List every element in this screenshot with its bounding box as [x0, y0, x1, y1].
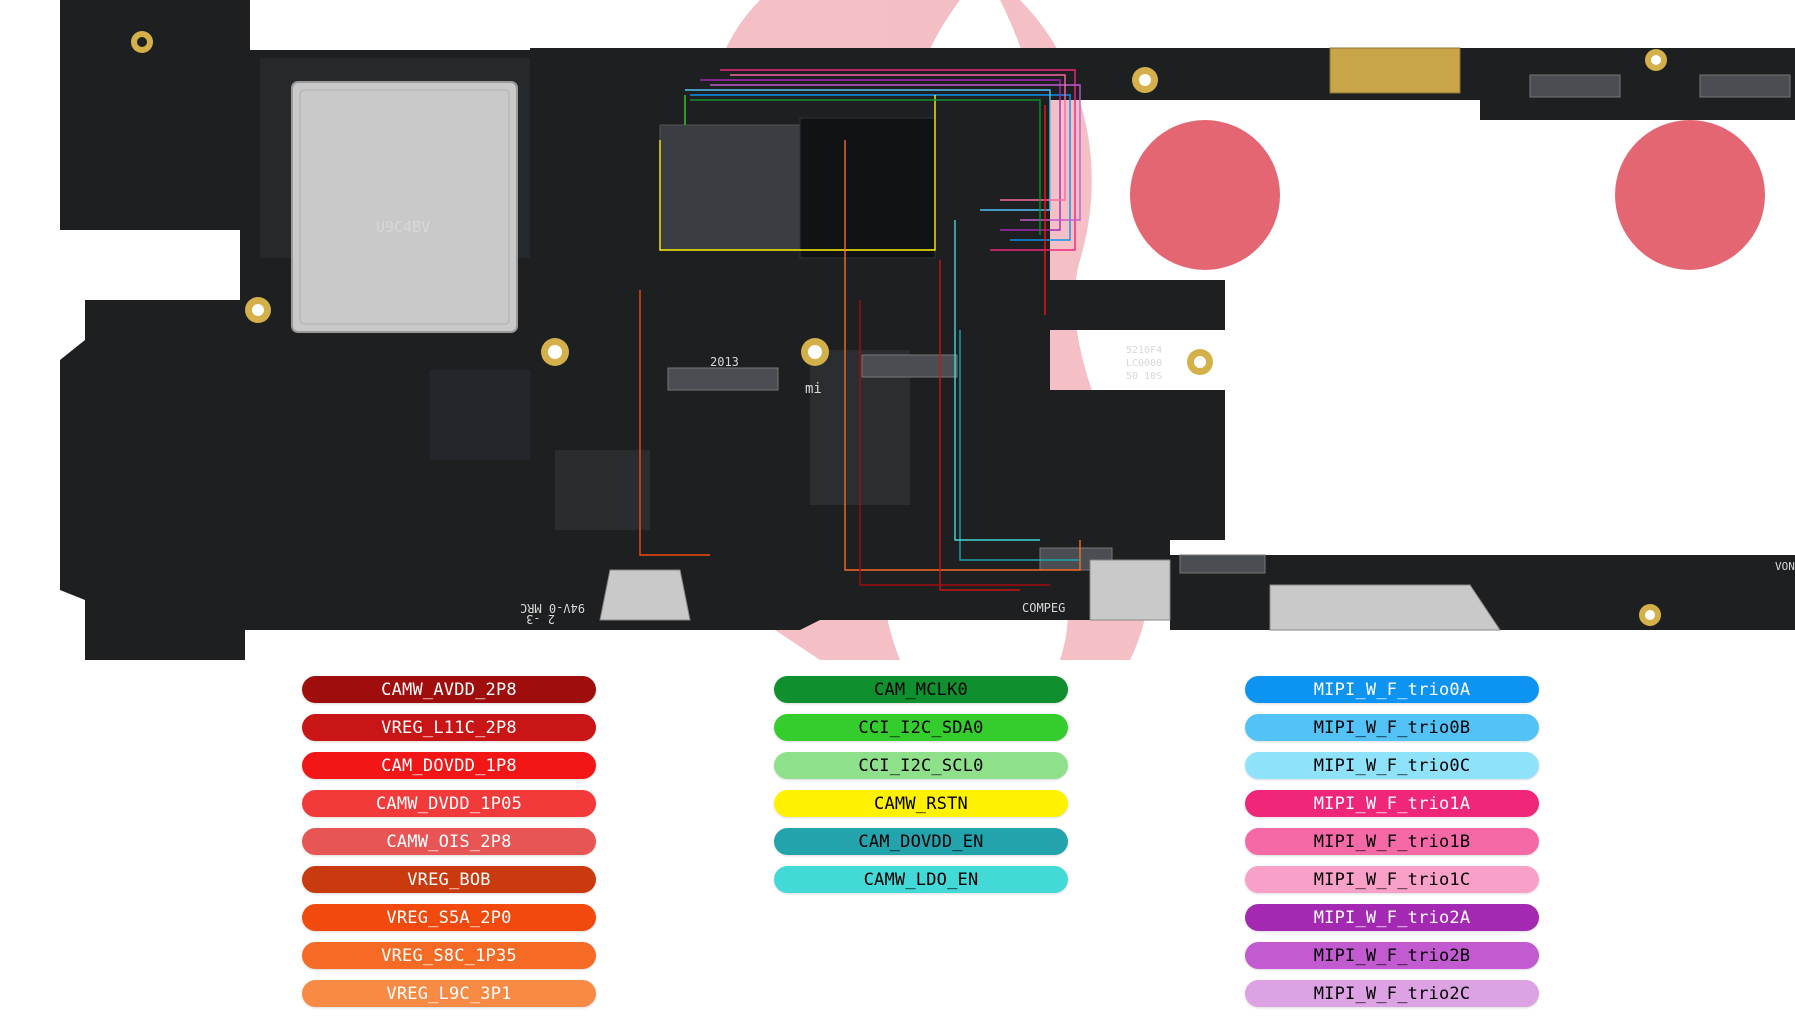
- legend-item-camw-avdd-2p8: CAMW_AVDD_2P8: [302, 676, 596, 703]
- connectors: [667, 47, 1791, 574]
- legend-item-cci-i2c-sda0: CCI_I2C_SDA0: [774, 714, 1068, 741]
- ic-label-2: LC0000: [1126, 358, 1162, 369]
- legend-item-cam-dovdd-1p8: CAM_DOVDD_1P8: [302, 752, 596, 779]
- legend-item-mipi-w-f-trio1c: MIPI_W_F_trio1C: [1245, 866, 1539, 893]
- legend-item-vreg-l9c-3p1: VREG_L9C_3P1: [302, 980, 596, 1007]
- legend-item-mipi-w-f-trio1a: MIPI_W_F_trio1A: [1245, 790, 1539, 817]
- side-tag: VON: [1775, 560, 1795, 573]
- legend-item-mipi-w-f-trio2c: MIPI_W_F_trio2C: [1245, 980, 1539, 1007]
- pcb-board-diagram: U9C4BV: [30, 0, 1795, 660]
- board-code: 2013: [710, 355, 739, 369]
- legend-item-cam-dovdd-en: CAM_DOVDD_EN: [774, 828, 1068, 855]
- legend-item-camw-rstn: CAMW_RSTN: [774, 790, 1068, 817]
- brand-mark: mi: [805, 381, 822, 397]
- legend-item-vreg-s5a-2p0: VREG_S5A_2P0: [302, 904, 596, 931]
- connector-tag: COMPEG: [1022, 601, 1065, 615]
- legend-item-vreg-s8c-1p35: VREG_S8C_1P35: [302, 942, 596, 969]
- shield-mark: U9C4BV: [376, 218, 430, 236]
- legend-item-mipi-w-f-trio0c: MIPI_W_F_trio0C: [1245, 752, 1539, 779]
- legend-item-camw-dvdd-1p05: CAMW_DVDD_1P05: [302, 790, 596, 817]
- ic-label-1: 5210F4: [1126, 345, 1162, 356]
- legend-item-mipi-w-f-trio2a: MIPI_W_F_trio2A: [1245, 904, 1539, 931]
- watermark-badge: [1130, 120, 1765, 270]
- legend-item-camw-ldo-en: CAMW_LDO_EN: [774, 866, 1068, 893]
- legend-item-vreg-l11c-2p8: VREG_L11C_2P8: [302, 714, 596, 741]
- legend-item-camw-ois-2p8: CAMW_OIS_2P8: [302, 828, 596, 855]
- revision-mark: 2 -3: [526, 612, 555, 626]
- legend-item-cam-mclk0: CAM_MCLK0: [774, 676, 1068, 703]
- legend-item-cci-i2c-scl0: CCI_I2C_SCL0: [774, 752, 1068, 779]
- legend-item-mipi-w-f-trio2b: MIPI_W_F_trio2B: [1245, 942, 1539, 969]
- mounting-holes: [131, 31, 1667, 626]
- legend-item-mipi-w-f-trio0a: MIPI_W_F_trio0A: [1245, 676, 1539, 703]
- ic-label-3: 50 10S: [1126, 371, 1162, 382]
- metal-brackets: [599, 559, 1501, 631]
- legend-item-vreg-bob: VREG_BOB: [302, 866, 596, 893]
- date-code: 94V-0 MRC: [520, 601, 585, 615]
- legend-item-mipi-w-f-trio0b: MIPI_W_F_trio0B: [1245, 714, 1539, 741]
- legend-item-mipi-w-f-trio1b: MIPI_W_F_trio1B: [1245, 828, 1539, 855]
- silkscreen-labels: 2013 mi 94V-0 MRC 2 -3 COMPEG VON 5210F4…: [520, 345, 1795, 626]
- signal-traces: [639, 69, 1081, 591]
- sim-shield: U9C4BV: [291, 81, 518, 333]
